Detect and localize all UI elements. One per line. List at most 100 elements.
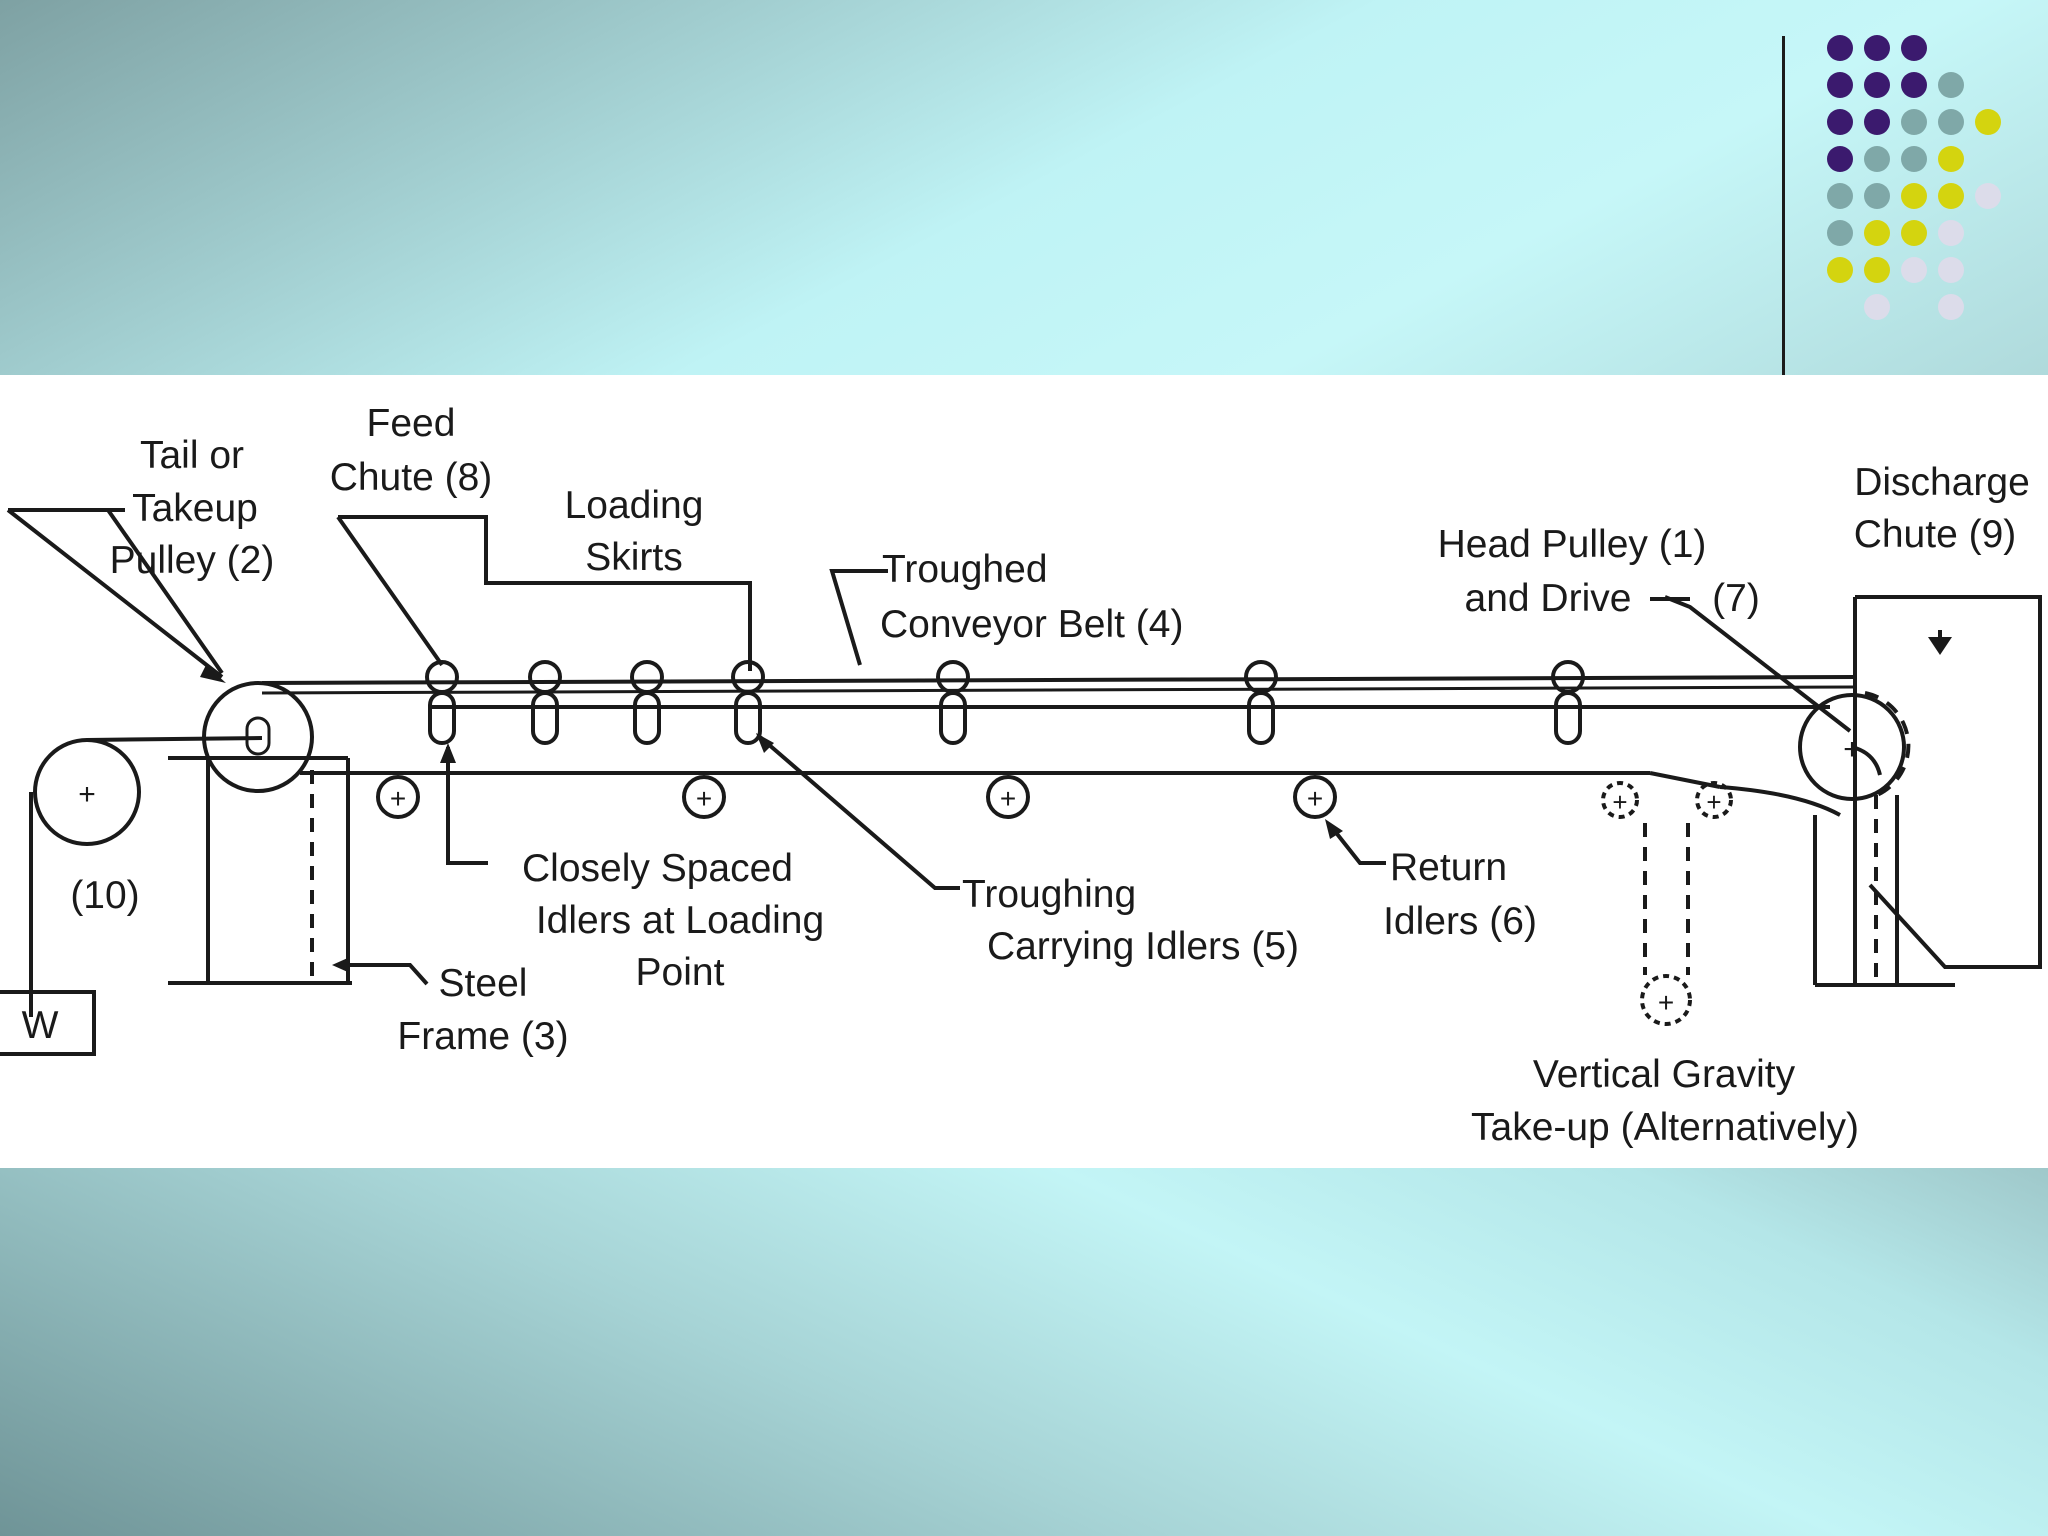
svg-text:+: + <box>1612 787 1627 817</box>
decorative-dot <box>1901 146 1927 172</box>
decorative-dot <box>1864 146 1890 172</box>
decorative-dot <box>1901 72 1927 98</box>
weight-label: W <box>22 1004 59 1047</box>
troughing-idlers-line2: Carrying Idlers (5) <box>987 925 1299 968</box>
tail-pulley-line2: Takeup <box>132 487 258 530</box>
label-vertical-takeup: Vertical Gravity Take-up (Alternatively) <box>1471 1053 1859 1149</box>
idler-2 <box>528 660 562 745</box>
counterweight-pulley-label: (10) <box>70 874 139 917</box>
idler-5 <box>936 660 970 745</box>
tail-pulley <box>168 681 348 793</box>
conveyor-diagram-panel: + W (10) + + <box>0 375 2048 1168</box>
tail-pulley-line3: Pulley (2) <box>110 539 275 582</box>
return-idler-2: + <box>682 775 726 819</box>
decorative-dot <box>1864 109 1890 135</box>
loading-skirts-line2: Skirts <box>585 536 683 579</box>
label-closely-spaced-idlers: Closely Spaced Idlers at Loading Point <box>522 847 824 994</box>
feed-chute-line1: Feed <box>367 402 456 445</box>
feed-chute <box>336 515 752 671</box>
label-discharge-chute: Discharge Chute (9) <box>1854 461 2030 556</box>
return-idler-4: + <box>1293 775 1337 819</box>
drive-number: (7) <box>1712 577 1760 620</box>
return-idler-3: + <box>986 775 1030 819</box>
decorative-dot <box>1827 146 1853 172</box>
counterweight-pulley: + <box>29 736 263 1017</box>
decorative-dot <box>1901 35 1927 61</box>
svg-text:+: + <box>1000 783 1016 814</box>
label-troughed-belt: Troughed Conveyor Belt (4) <box>880 548 1183 646</box>
head-pulley-line2: and Drive <box>1465 577 1632 620</box>
decorative-dot <box>1864 294 1890 320</box>
steel-frame-line1: Steel <box>439 962 528 1005</box>
label-feed-chute: Feed Chute (8) <box>330 402 493 499</box>
idler-1 <box>425 660 459 745</box>
decorative-dot <box>1827 257 1853 283</box>
leader-lines <box>6 508 1852 986</box>
decorative-dot <box>1938 257 1964 283</box>
return-idlers: + + + + <box>376 775 1337 819</box>
idler-7 <box>1551 660 1585 745</box>
vertical-gravity-takeup: + + + <box>1601 781 1733 1026</box>
label-troughing-idlers: Troughing Carrying Idlers (5) <box>962 873 1299 968</box>
decorative-dot <box>1938 146 1964 172</box>
steel-frame-line2: Frame (3) <box>397 1015 568 1058</box>
svg-text:+: + <box>1307 783 1323 814</box>
weight-box: W <box>0 990 96 1056</box>
idler-6 <box>1244 660 1278 745</box>
decorative-dot <box>1938 72 1964 98</box>
discharge-chute <box>1813 595 2042 987</box>
closely-spaced-line3: Point <box>636 951 725 994</box>
tail-pulley-line1: Tail or <box>140 434 244 477</box>
closely-spaced-line2: Idlers at Loading <box>536 899 824 942</box>
decorative-dot <box>1864 35 1890 61</box>
loading-skirts-line1: Loading <box>565 484 704 527</box>
label-tail-pulley: Tail or Takeup Pulley (2) <box>110 434 275 582</box>
troughed-belt-line1: Troughed <box>882 548 1048 591</box>
head-pulley-line1: Head Pulley (1) <box>1438 523 1707 566</box>
decorative-dot <box>1975 183 2001 209</box>
decorative-dot <box>1827 183 1853 209</box>
decorative-dot <box>1864 183 1890 209</box>
decorative-dot <box>1901 183 1927 209</box>
discharge-chute-line2: Chute (9) <box>1854 513 2017 556</box>
slide-background-lower <box>0 1168 2048 1536</box>
steel-frame <box>168 758 352 985</box>
return-idlers-line1: Return <box>1390 846 1507 889</box>
carrying-idlers <box>425 660 1585 745</box>
idler-3 <box>630 660 664 745</box>
vertical-takeup-line1: Vertical Gravity <box>1533 1053 1796 1096</box>
decorative-dot <box>1975 109 2001 135</box>
decorative-dot <box>1938 109 1964 135</box>
svg-text:+: + <box>696 783 712 814</box>
decorative-dot <box>1864 257 1890 283</box>
decorative-dot <box>1864 72 1890 98</box>
title-divider-line <box>1782 36 1785 376</box>
decorative-dot <box>1901 109 1927 135</box>
return-idler-1: + <box>376 775 420 819</box>
svg-text:+: + <box>1658 987 1674 1018</box>
decorative-dot-grid <box>1827 35 2001 320</box>
decorative-dot <box>1938 220 1964 246</box>
return-idlers-line2: Idlers (6) <box>1383 900 1537 943</box>
decorative-dot <box>1827 72 1853 98</box>
discharge-chute-line1: Discharge <box>1854 461 2030 504</box>
belt-conveyor-diagram: + W (10) + + <box>0 402 2042 1149</box>
closely-spaced-line1: Closely Spaced <box>522 847 793 890</box>
idler-4 <box>731 660 765 745</box>
label-steel-frame: Steel Frame (3) <box>397 962 568 1058</box>
label-head-pulley: Head Pulley (1) and Drive (7) <box>1438 523 1760 620</box>
decorative-dot <box>1864 220 1890 246</box>
troughing-idlers-line1: Troughing <box>962 873 1136 916</box>
label-return-idlers: Return Idlers (6) <box>1383 846 1537 943</box>
vertical-takeup-line2: Take-up (Alternatively) <box>1471 1106 1859 1149</box>
feed-chute-line2: Chute (8) <box>330 456 493 499</box>
decorative-dot <box>1901 257 1927 283</box>
troughed-belt-line2: Conveyor Belt (4) <box>880 603 1183 646</box>
svg-text:+: + <box>390 783 406 814</box>
decorative-dot <box>1938 294 1964 320</box>
decorative-dot <box>1938 183 1964 209</box>
svg-text:+: + <box>78 778 96 811</box>
svg-text:+: + <box>1706 787 1721 817</box>
decorative-dot <box>1827 220 1853 246</box>
decorative-dot <box>1827 109 1853 135</box>
